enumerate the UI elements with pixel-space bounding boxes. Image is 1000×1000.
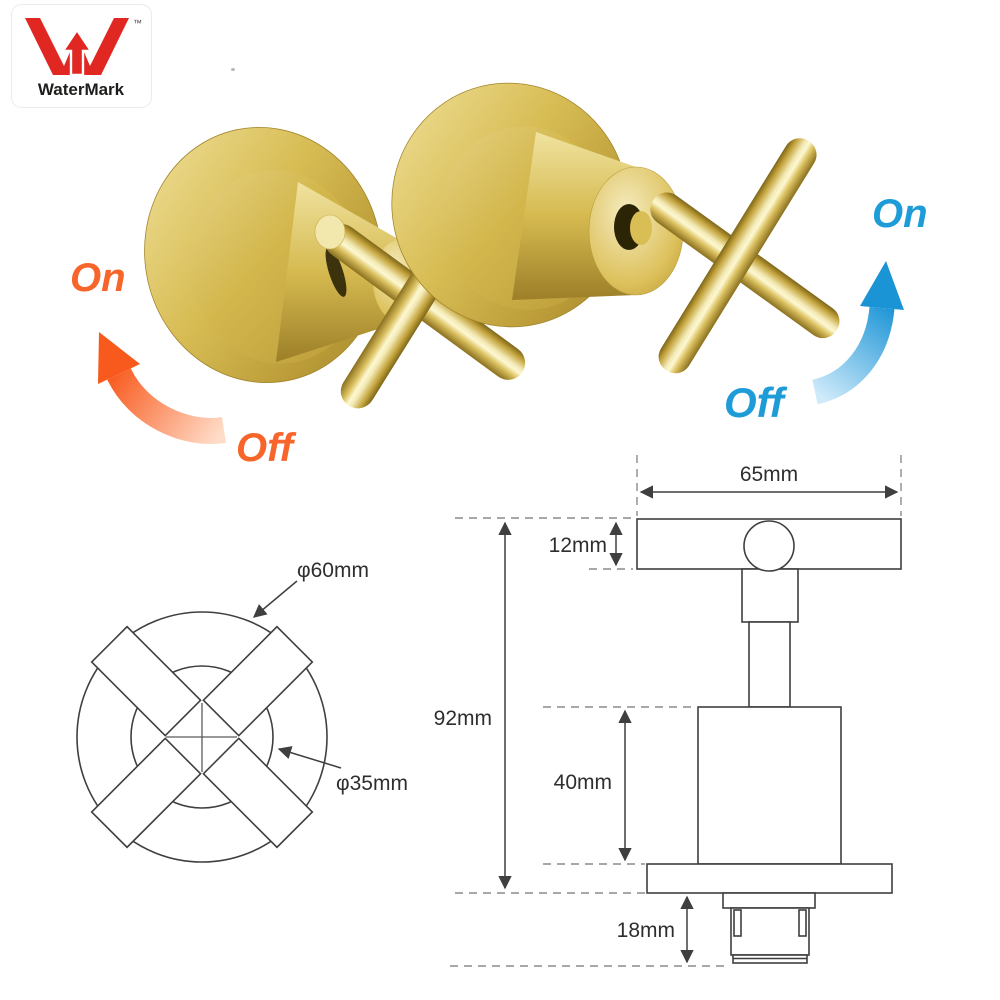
right-spindle [630, 211, 652, 245]
right-handle-bar-sw-ne [658, 138, 817, 374]
dimension-lines [498, 485, 899, 964]
wall-flange [646, 863, 893, 894]
body-height-label: 40mm [554, 771, 612, 794]
spindle-slot-right [798, 909, 807, 937]
watermark-w-icon [25, 18, 129, 77]
handle-thickness-label: 12mm [549, 534, 607, 557]
front-view-diagram: φ60mm φ35mm [76, 559, 408, 863]
spindle-depth-label: 18mm [617, 919, 675, 942]
left-on-label: On [70, 256, 126, 300]
left-off-label: Off [236, 426, 294, 470]
left-socket-shadow [325, 247, 347, 297]
outer-diameter-leader [252, 580, 298, 618]
left-rotation-arrow [98, 332, 226, 444]
outer-diameter-label: φ60mm [297, 559, 369, 582]
spindle-slot-left [733, 909, 742, 937]
handle-stem [748, 621, 791, 708]
inner-circle [130, 665, 274, 809]
left-tap-assembly [144, 127, 526, 409]
inner-diameter-leader [277, 746, 342, 769]
left-bar-end-cap [314, 214, 346, 250]
inner-diameter-label: φ35mm [336, 772, 408, 795]
side-view-diagram: 65mm 12mm 92mm 40mm 18mm [434, 455, 902, 967]
total-height-label: 92mm [434, 707, 492, 730]
right-on-label: On [872, 192, 928, 236]
product-photo [98, 82, 904, 444]
spindle-body [730, 907, 810, 956]
spindle-step [722, 892, 816, 909]
handle-neck [741, 568, 799, 623]
trademark-symbol: ™ [133, 18, 142, 28]
watermark-certification-logo: ™ WaterMark [11, 4, 152, 108]
right-rotation-arrow [811, 261, 904, 405]
outer-circle [76, 611, 328, 863]
tap-side-profile [636, 518, 902, 964]
right-off-label: Off [724, 379, 784, 426]
dust-speck [231, 68, 235, 71]
cross-handle-arms [90, 625, 314, 849]
handle-hub-circle [743, 520, 795, 572]
extension-lines [450, 455, 902, 967]
right-tap-assembly [391, 82, 840, 374]
width-label: 65mm [740, 463, 798, 486]
logo-wordmark: WaterMark [38, 80, 125, 99]
valve-body [697, 706, 842, 865]
